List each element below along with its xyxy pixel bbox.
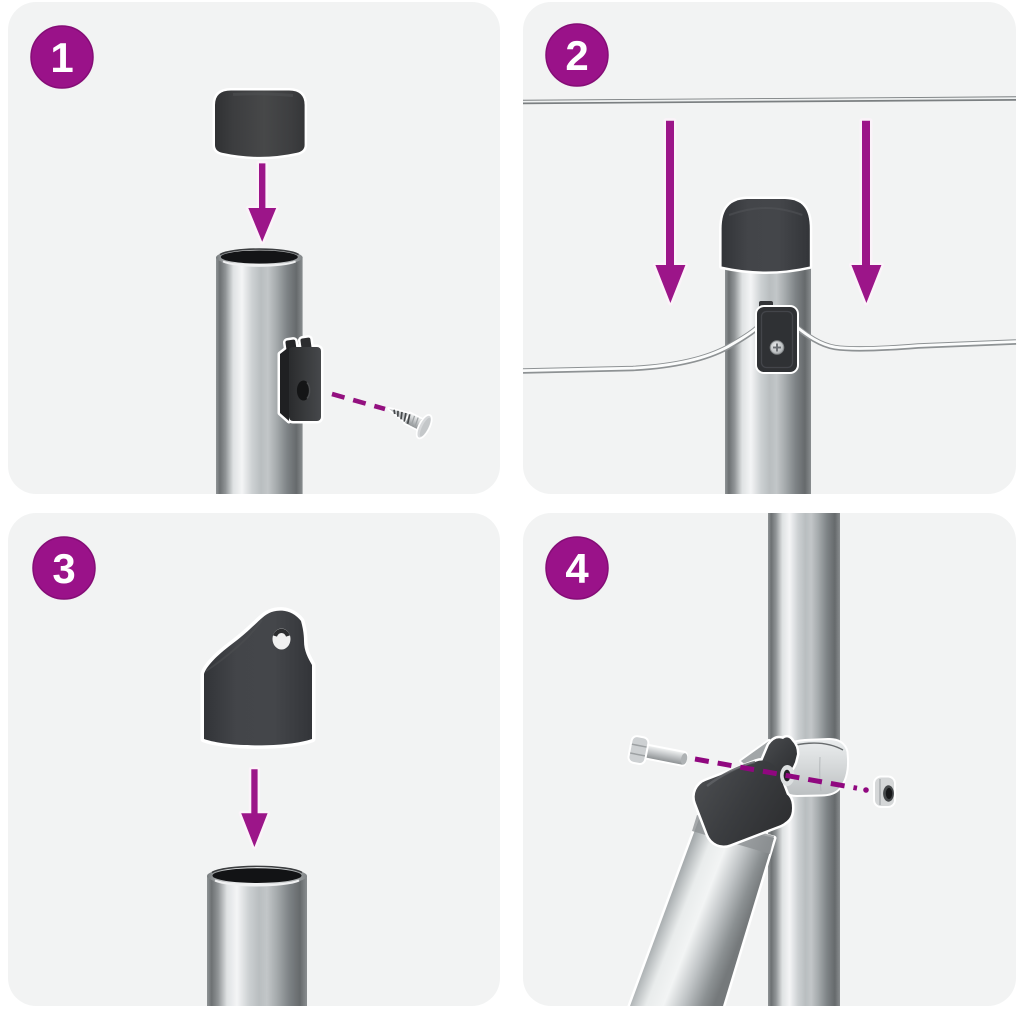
- svg-text:2: 2: [565, 32, 588, 79]
- svg-text:4: 4: [565, 545, 589, 592]
- svg-text:3: 3: [52, 545, 75, 592]
- svg-text:1: 1: [50, 34, 73, 81]
